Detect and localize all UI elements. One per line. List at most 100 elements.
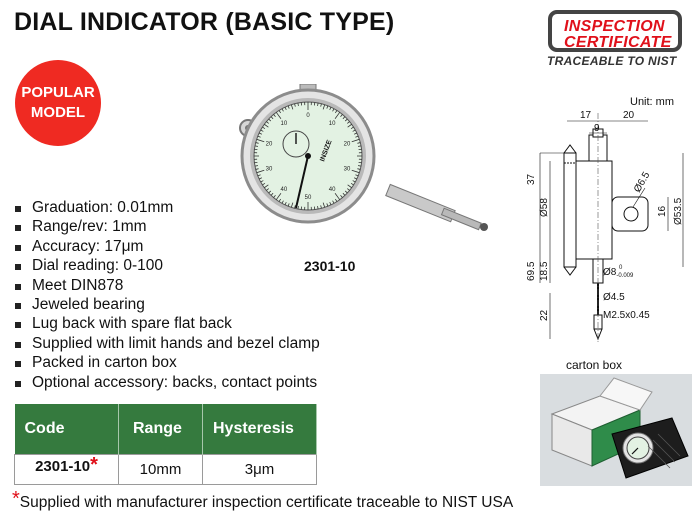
bullet-icon — [15, 244, 21, 251]
dial-tick — [351, 138, 360, 143]
feature-text: Meet DIN878 — [32, 276, 124, 294]
certificate-line-2: CERTIFICATE — [564, 34, 672, 51]
dial-number: 10 — [329, 121, 336, 127]
dial-tick — [268, 118, 272, 122]
dial-tick — [287, 105, 290, 109]
footnote-asterisk: * — [12, 488, 20, 510]
feature-item: Jeweled bearing — [14, 295, 320, 314]
dial-tick — [317, 102, 319, 106]
feature-text: Optional accessory: backs, contact point… — [32, 373, 318, 391]
dial-tick — [273, 114, 276, 117]
dial-number: 40 — [281, 187, 288, 193]
cell-code: 2301-10* — [14, 453, 119, 485]
dial-tick — [317, 206, 319, 210]
feature-item: Optional accessory: backs, contact point… — [14, 373, 320, 392]
dial-tick — [256, 138, 265, 143]
dial-tick — [284, 201, 287, 206]
feature-text: Range/rev: 1mm — [32, 218, 147, 236]
dial-number: 40 — [329, 187, 336, 193]
dim-18-5: 18.5 — [539, 261, 550, 281]
dial-number: 30 — [266, 167, 273, 173]
certificate-frame — [548, 10, 682, 52]
spindle — [440, 207, 482, 231]
dial-tick — [284, 106, 287, 111]
dim-8-tol-upper: 0 — [619, 265, 623, 271]
dial-tick — [358, 145, 362, 147]
dial-tick — [347, 188, 350, 191]
dial-tick — [357, 168, 361, 170]
dial-tick — [329, 201, 332, 206]
dial-tick — [290, 202, 294, 208]
dial-tick — [342, 192, 346, 196]
feature-item: Meet DIN878 — [14, 276, 320, 295]
dial-tick — [257, 135, 261, 138]
certificate-line-1: INSPECTION — [564, 18, 665, 35]
badge-line-1: POPULAR — [21, 83, 95, 101]
contact-point — [480, 223, 488, 231]
dial-tick — [350, 182, 354, 186]
bullet-icon — [15, 380, 21, 387]
dial-number: 0 — [306, 113, 310, 119]
dial-tick — [287, 203, 290, 207]
dial-tick — [254, 145, 258, 147]
dial-tick — [273, 195, 276, 198]
dial-tick — [297, 102, 299, 106]
carton-box-photo — [540, 374, 692, 486]
bullet-icon — [15, 303, 21, 310]
dial-tick — [342, 116, 346, 120]
bullet-icon — [15, 206, 21, 212]
dial-tick — [281, 108, 284, 112]
footnote: *Supplied with manufacturer inspection c… — [12, 488, 513, 517]
bullet-icon — [15, 264, 21, 271]
dial-tick — [254, 165, 258, 167]
bullet-icon — [15, 341, 21, 348]
dim-m2-5: M2.5x0.45 — [603, 310, 650, 321]
pointer-hand — [295, 155, 309, 209]
dim-69-5: 69.5 — [526, 261, 537, 281]
dial-tick — [334, 110, 338, 114]
feature-item: Lug back with spare flat back — [14, 314, 320, 333]
dial-tick — [278, 198, 282, 202]
dial-tick — [355, 135, 359, 138]
bullet-icon — [15, 322, 21, 329]
cell-hysteresis: 3μm — [202, 453, 317, 485]
header-range: Range — [118, 404, 203, 454]
dial-tick — [281, 200, 284, 204]
dial-tick — [297, 206, 299, 210]
feature-text: Lug back with spare flat back — [32, 315, 232, 333]
dim-9: 9 — [594, 123, 600, 134]
header-hysteresis: Hysteresis — [202, 404, 317, 454]
dial-tick — [329, 106, 332, 111]
unit-label: Unit: mm — [630, 96, 674, 108]
inspection-certificate-logo: INSPECTION CERTIFICATE TRACEABLE TO NIST — [540, 8, 690, 70]
dial-tick — [320, 103, 322, 107]
dial-number: 20 — [344, 141, 351, 147]
dial-tick — [340, 114, 343, 117]
feature-text: Packed in carton box — [32, 354, 177, 372]
dim-8: Ø8-0.009 — [603, 267, 634, 279]
dial-tick — [255, 168, 259, 170]
dial-tick — [258, 132, 263, 135]
dial-tick — [255, 142, 259, 144]
dial-tick — [266, 121, 269, 124]
dial-tick — [320, 205, 322, 209]
dim-8-tol-lower: -0.009 — [616, 273, 634, 279]
dim-37: 37 — [526, 173, 537, 185]
header-code: Code — [14, 404, 119, 454]
dial-tick — [275, 112, 282, 120]
cell-range: 10mm — [118, 453, 203, 485]
dial-tick — [278, 110, 282, 114]
dial-number: 10 — [281, 121, 288, 127]
model-label: 2301-10 — [304, 258, 356, 274]
dial-tick — [264, 184, 269, 189]
popular-model-badge: POPULAR MODEL — [15, 60, 101, 146]
dial-tick — [332, 200, 335, 204]
dial-tick — [258, 177, 263, 180]
dial-tick — [322, 202, 326, 208]
bullet-icon — [15, 283, 21, 290]
feature-text: Jeweled bearing — [32, 296, 145, 314]
dial-tick — [350, 126, 354, 130]
dial-tick — [260, 180, 264, 183]
table-header-row: Code Range Hysteresis — [14, 404, 317, 454]
